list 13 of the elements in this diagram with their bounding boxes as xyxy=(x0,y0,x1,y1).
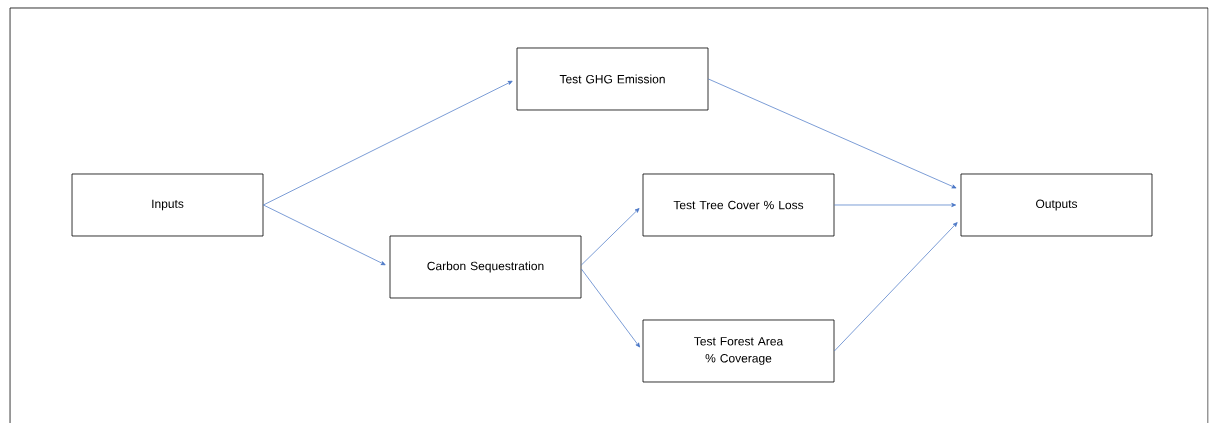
arrow xyxy=(834,202,957,208)
process-box: Test GHG Emission xyxy=(516,47,709,111)
arrow xyxy=(263,80,513,206)
process-box: Outputs xyxy=(960,173,1153,237)
arrow xyxy=(834,222,958,352)
arrow xyxy=(263,204,386,266)
arrow xyxy=(581,268,640,348)
arrow xyxy=(581,208,640,266)
process-box: Carbon Sequestration xyxy=(389,235,582,299)
process-box: Test Tree Cover % Loss xyxy=(642,173,835,237)
process-box: Test Forest Area % Coverage xyxy=(642,319,835,383)
process-box: Inputs xyxy=(71,173,264,237)
arrow xyxy=(708,78,957,189)
